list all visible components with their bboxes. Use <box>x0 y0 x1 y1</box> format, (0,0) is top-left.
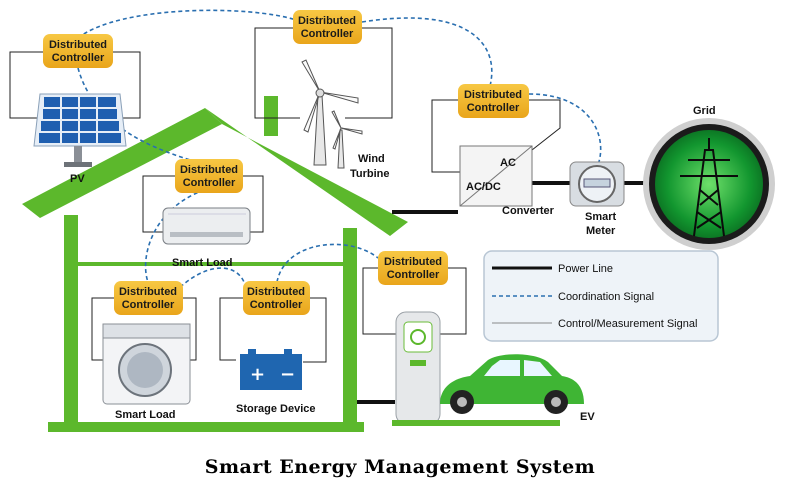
washing-machine-icon <box>102 323 191 405</box>
air-conditioner-icon <box>162 207 251 245</box>
controller-ev-line1: Distributed <box>384 256 442 268</box>
svg-text:−: − <box>280 364 295 385</box>
control-signal-lines <box>9 27 561 363</box>
storage-label: Storage Device <box>236 403 315 415</box>
house-outline <box>22 96 408 432</box>
controller-converter: Distributed Controller <box>458 84 529 118</box>
legend: Power Line Coordination Signal Control/M… <box>483 250 719 342</box>
wind-turbine-icon <box>301 59 363 169</box>
controller-washer-line2: Controller <box>122 299 175 311</box>
controller-pv-line2: Controller <box>52 52 105 64</box>
legend-power-label: Power Line <box>558 263 613 275</box>
converter-box <box>459 145 533 207</box>
controller-wind: Distributed Controller <box>293 10 362 44</box>
controller-ev-line2: Controller <box>387 269 440 281</box>
controller-storage: Distributed Controller <box>243 281 310 315</box>
legend-control-label: Control/Measurement Signal <box>558 318 697 330</box>
grid-icon <box>643 118 775 250</box>
controller-ac-line2: Controller <box>183 177 236 189</box>
controller-ac-line1: Distributed <box>180 164 238 176</box>
controller-ev: Distributed Controller <box>378 251 448 285</box>
controller-wind-line2: Controller <box>301 28 354 40</box>
converter-label: Converter <box>502 205 555 217</box>
controller-pv: Distributed Controller <box>43 34 113 68</box>
diagram-caption: Smart Energy Management System <box>204 456 596 478</box>
grid-label: Grid <box>693 105 716 117</box>
smart-meter-label-line2: Meter <box>586 225 616 237</box>
converter-ac-text: AC <box>500 157 516 169</box>
smart-load-washer-label: Smart Load <box>115 409 176 421</box>
wind-label-line2: Turbine <box>350 168 390 180</box>
controller-wind-line1: Distributed <box>298 15 356 27</box>
smart-meter-icon <box>569 161 625 207</box>
controller-converter-line2: Controller <box>467 102 520 114</box>
ev-charger-icon <box>392 311 560 426</box>
battery-icon: + − <box>240 349 302 390</box>
svg-text:+: + <box>250 364 265 385</box>
controller-washer-line1: Distributed <box>119 286 177 298</box>
converter-acdc-text: AC/DC <box>466 181 501 193</box>
smart-meter-label-line1: Smart <box>585 211 617 223</box>
controller-ac: Distributed Controller <box>175 159 243 193</box>
wind-label-line1: Wind <box>358 153 385 165</box>
controller-washer: Distributed Controller <box>114 281 183 315</box>
smart-load-ac-label: Smart Load <box>172 257 233 269</box>
electric-car-icon <box>440 354 584 414</box>
pv-panel-icon <box>33 93 127 167</box>
legend-coordination-label: Coordination Signal <box>558 291 654 303</box>
coordination-signal-lines <box>77 9 602 293</box>
controller-storage-line1: Distributed <box>247 286 305 298</box>
pv-label: PV <box>70 173 85 185</box>
controller-converter-line1: Distributed <box>464 89 522 101</box>
controller-storage-line2: Controller <box>250 299 303 311</box>
ev-label: EV <box>580 411 595 423</box>
controller-pv-line1: Distributed <box>49 39 107 51</box>
